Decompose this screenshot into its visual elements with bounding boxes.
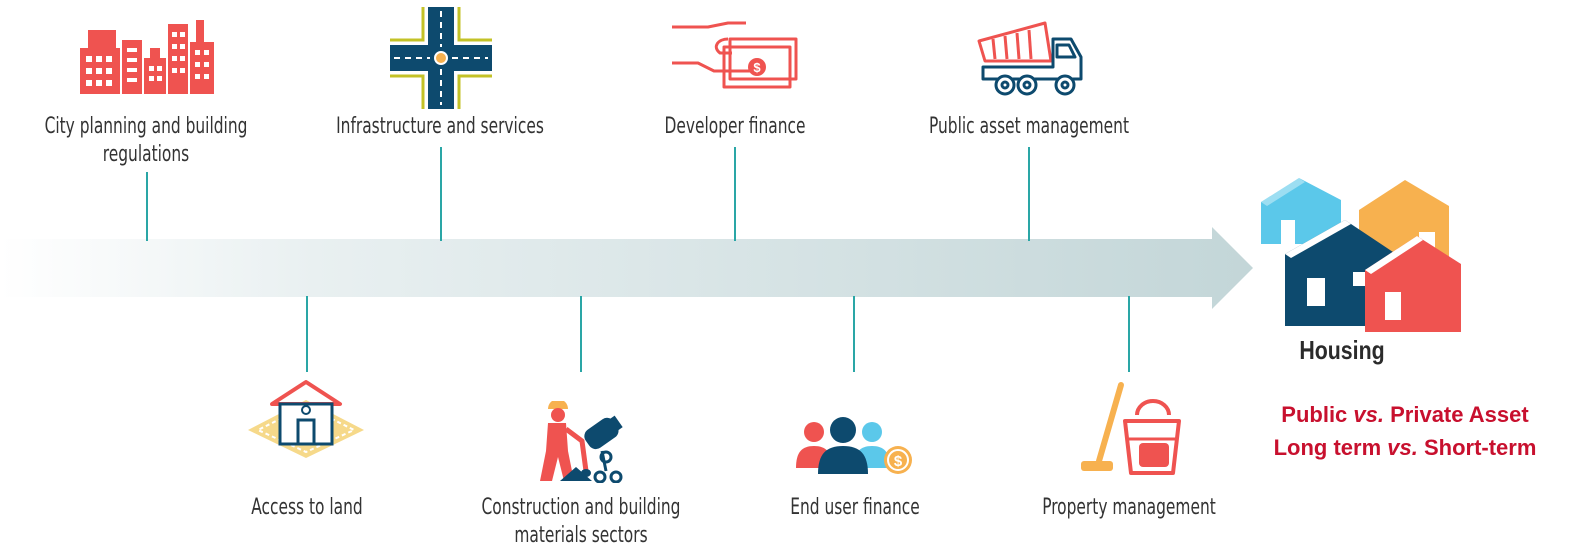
connector-line (440, 147, 442, 241)
note-text: Long term (1273, 435, 1388, 460)
city-buildings-icon (80, 20, 214, 94)
svg-text:$: $ (753, 60, 761, 75)
step-label-city-planning: City planning and building regulations (44, 114, 248, 167)
houses-icon (1261, 178, 1461, 332)
asset-type-note: Public vs. Private Asset (1245, 398, 1565, 431)
hand-money-icon: $ (672, 21, 798, 89)
road-intersection-icon (390, 7, 492, 109)
mop-bucket-icon (1081, 382, 1181, 475)
connector-line (853, 296, 855, 372)
step-label-end-user-finance: End user finance (790, 495, 920, 520)
connector-line (1028, 147, 1030, 241)
dump-truck-icon (977, 21, 1083, 96)
connector-line (146, 172, 148, 241)
step-label-construction: Construction and building materials sect… (481, 495, 681, 548)
connector-line (734, 147, 736, 241)
step-label-infrastructure: Infrastructure and services (336, 114, 544, 139)
step-label-public-asset-management: Public asset management (929, 114, 1129, 139)
construction-worker-icon (540, 401, 623, 483)
people-coin-icon: $ (796, 417, 912, 474)
step-label-property-management: Property management (1042, 495, 1216, 520)
note-text: Short-term (1417, 435, 1537, 460)
term-note: Long term vs. Short-term (1245, 431, 1565, 464)
step-label-developer-finance: Developer finance (664, 114, 806, 139)
housing-title: Housing (1299, 335, 1385, 365)
note-vs: vs. (1387, 435, 1418, 460)
note-text: Private Asset (1384, 402, 1529, 427)
step-label-access-to-land: Access to land (251, 495, 363, 520)
note-text: Public (1281, 402, 1354, 427)
svg-text:$: $ (894, 453, 903, 470)
connector-line (306, 296, 308, 372)
house-on-land-icon (248, 380, 364, 458)
note-vs: vs. (1353, 402, 1384, 427)
connector-line (580, 296, 582, 372)
connector-line (1128, 296, 1130, 372)
